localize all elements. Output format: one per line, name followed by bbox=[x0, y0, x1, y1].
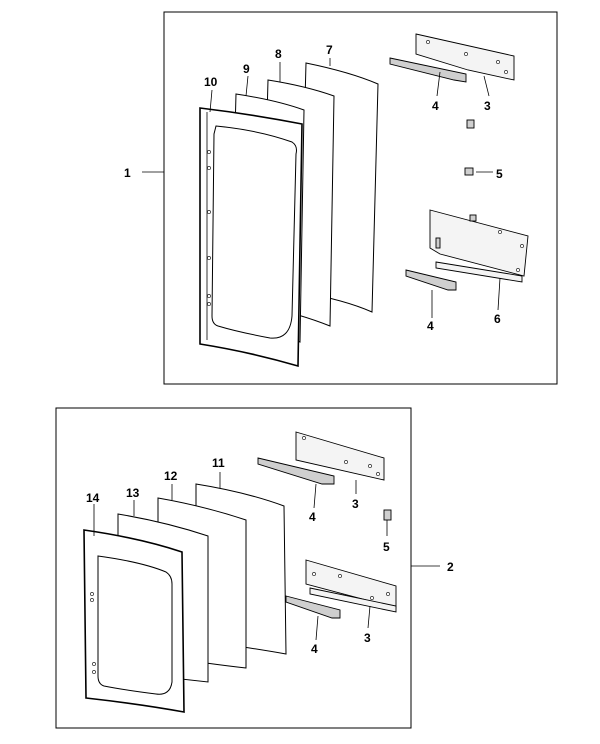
callout-13: 13 bbox=[126, 486, 140, 500]
callout-5-bottom: 5 bbox=[383, 540, 390, 554]
screw-5 bbox=[464, 167, 474, 176]
hinge-hole bbox=[207, 210, 211, 214]
callout-10: 10 bbox=[204, 75, 218, 89]
callout-12: 12 bbox=[164, 469, 178, 483]
leader-4-b-top bbox=[313, 483, 317, 509]
callout-3-bottom-top: 3 bbox=[352, 497, 359, 511]
top-hinge-arm-4-b bbox=[257, 457, 335, 485]
callout-5-top: 5 bbox=[496, 167, 503, 181]
hinge-hole bbox=[207, 294, 211, 298]
bottom-hinge-bracket-6 bbox=[429, 209, 529, 277]
leader-6 bbox=[497, 277, 501, 311]
top-hinge-arm-4 bbox=[389, 57, 467, 83]
callout-3-bottom-lower: 3 bbox=[364, 631, 371, 645]
assembly-1-group: 1 7 8 9 10 4 3 5 4 6 bbox=[124, 11, 558, 385]
bottom-hinge-base bbox=[435, 261, 523, 283]
callout-6: 6 bbox=[494, 312, 501, 326]
top-hinge-bracket-3 bbox=[415, 33, 515, 81]
screw-5-upper bbox=[466, 119, 475, 129]
bottom-hinge-arm-4-b bbox=[285, 595, 341, 619]
hinge-hole bbox=[207, 166, 211, 170]
bottom-hinge-base-b bbox=[309, 587, 397, 613]
callout-9: 9 bbox=[243, 62, 250, 76]
assembly-2-frame bbox=[55, 407, 412, 729]
screw-5-b bbox=[383, 509, 392, 521]
bottom-hinge-arm-4 bbox=[405, 269, 457, 291]
callout-4-bottom-top: 4 bbox=[309, 510, 316, 524]
callout-14: 14 bbox=[86, 491, 100, 505]
leader-9 bbox=[245, 75, 249, 97]
leader-4-top bbox=[436, 71, 441, 97]
callout-4-bottom-lower: 4 bbox=[311, 642, 318, 656]
hinge-hole bbox=[90, 592, 94, 596]
callout-4-top-lower: 4 bbox=[427, 319, 434, 333]
callout-2: 2 bbox=[447, 560, 454, 574]
callout-7: 7 bbox=[326, 43, 333, 57]
hinge-hole bbox=[92, 670, 96, 674]
hinge-hole bbox=[207, 256, 211, 260]
callout-8: 8 bbox=[275, 47, 282, 61]
leader-4-b-bottom bbox=[315, 615, 319, 641]
leader-10 bbox=[209, 89, 213, 113]
hinge-hole bbox=[207, 302, 211, 306]
assembly-1-frame bbox=[163, 11, 558, 385]
top-hinge-bracket-3-b bbox=[295, 431, 385, 481]
assembly-2-group: 2 11 12 13 14 4 3 5 4 3 bbox=[55, 407, 454, 729]
callout-4-top: 4 bbox=[432, 99, 439, 113]
leader-3-top bbox=[483, 75, 490, 97]
hinge-hole bbox=[90, 598, 94, 602]
callout-3-top: 3 bbox=[484, 99, 491, 113]
hinge-hole bbox=[207, 150, 211, 154]
hinge-hole bbox=[92, 662, 96, 666]
door-frame-10-window bbox=[211, 125, 297, 339]
leader-3-b-bottom bbox=[367, 605, 371, 629]
callout-11: 11 bbox=[212, 456, 225, 470]
callout-1: 1 bbox=[124, 166, 131, 180]
door-frame-14-window bbox=[97, 555, 173, 695]
